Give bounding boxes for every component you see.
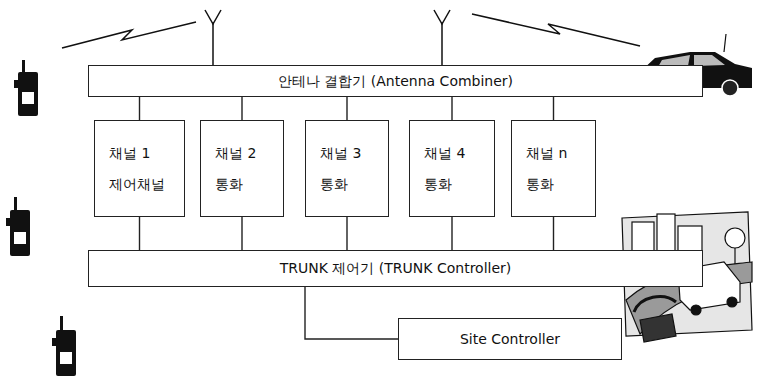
connector-line xyxy=(139,97,140,120)
antenna-mast xyxy=(441,22,443,65)
channel-box: 채널 4통화 xyxy=(409,120,495,217)
box-label: 채널 3 xyxy=(320,138,361,169)
connector-line xyxy=(241,97,242,120)
portable-radio xyxy=(6,60,76,376)
radio-link xyxy=(472,14,640,46)
channel-box: 채널 1제어채널 xyxy=(94,120,185,217)
unit-box: 안테나 결합기 (Antenna Combiner) xyxy=(88,65,703,97)
connector-line xyxy=(346,97,347,120)
box-label: 안테나 결합기 (Antenna Combiner) xyxy=(278,71,513,92)
connector-line xyxy=(553,217,554,250)
box-label: 채널 1 xyxy=(109,138,150,169)
antenna-head xyxy=(434,10,450,24)
box-label: TRUNK 제어기 (TRUNK Controller) xyxy=(280,258,512,279)
connector-line xyxy=(241,217,242,250)
connector-line xyxy=(451,97,452,120)
channel-box: 채널 3통화 xyxy=(305,120,389,217)
box-label: 채널 n xyxy=(526,138,567,169)
box-label: 제어채널 xyxy=(109,169,165,200)
antenna-head xyxy=(205,10,221,24)
connector-line xyxy=(305,287,398,339)
connector-line xyxy=(346,217,347,250)
unit-box: Site Controller xyxy=(398,318,622,360)
box-label: Site Controller xyxy=(460,329,560,350)
channel-box: 채널 n통화 xyxy=(511,120,596,217)
box-label: 채널 4 xyxy=(424,138,465,169)
connector-line xyxy=(139,217,140,250)
box-label: 통화 xyxy=(526,169,554,200)
radio-link xyxy=(62,22,196,48)
connector-line xyxy=(553,97,554,120)
unit-box: TRUNK 제어기 (TRUNK Controller) xyxy=(88,250,703,287)
box-label: 통화 xyxy=(320,169,348,200)
channel-box: 채널 2통화 xyxy=(200,120,284,217)
box-label: 채널 2 xyxy=(215,138,256,169)
box-label: 통화 xyxy=(424,169,452,200)
antenna-mast xyxy=(212,22,214,65)
box-label: 통화 xyxy=(215,169,243,200)
connector-line xyxy=(451,217,452,250)
